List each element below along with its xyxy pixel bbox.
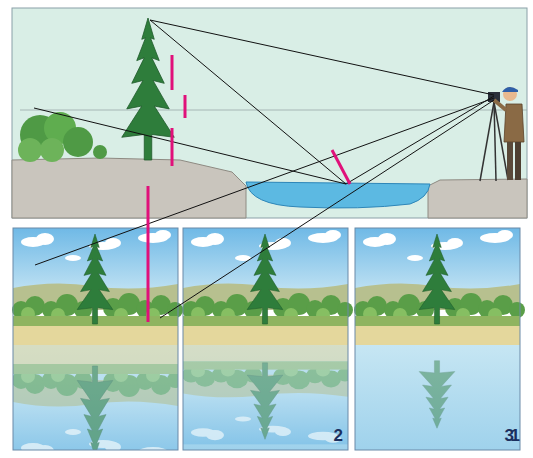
spruce-tree — [122, 18, 175, 160]
view-panel — [182, 228, 353, 450]
view-panel — [12, 228, 183, 458]
bushes — [18, 112, 107, 162]
mirror-markers — [148, 55, 350, 322]
panel-number: 2 — [334, 427, 343, 444]
panel-number: 3 — [505, 427, 514, 444]
view-panel — [354, 228, 525, 450]
sight-lines — [34, 20, 494, 318]
side-view-panel — [12, 8, 527, 218]
